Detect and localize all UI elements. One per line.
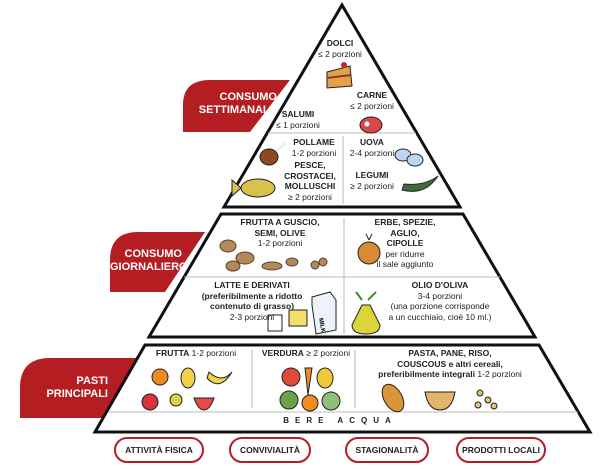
daily-section xyxy=(146,212,538,339)
salumi-item: SALUMI≤ 1 porzioni xyxy=(276,109,320,130)
drumstick-icon xyxy=(259,141,287,166)
grain-icons xyxy=(381,383,498,413)
pesce-item: PESCE,CROSTACEI,MOLLUSCHI≥ 2 porzioni xyxy=(284,160,336,202)
nuts-icon xyxy=(219,239,328,272)
carne-item: CARNE≤ 2 porzioni xyxy=(350,90,394,111)
dolci-item: DOLCI≤ 2 porzioni xyxy=(318,38,362,59)
legumi-item: LEGUMI≥ 2 porzioni xyxy=(350,170,394,191)
cake-icon xyxy=(326,62,353,89)
pill-stagionalita: STAGIONALITÀ xyxy=(345,437,429,463)
yogurt-icon xyxy=(267,314,283,332)
milk-label: MILK xyxy=(317,318,326,334)
latte-item: LATTE E DERIVATI(preferibilmente a ridot… xyxy=(201,280,303,322)
milk-carton-icon: MILK xyxy=(311,291,337,335)
cereali-item: PASTA, PANE, RISO,COUSCOUS e altri cerea… xyxy=(378,348,522,379)
verdura-item: VERDURA ≥ 2 porzioni xyxy=(261,348,351,358)
vegetable-icons xyxy=(279,367,341,412)
steak-icon xyxy=(359,116,383,134)
frutta-item: FRUTTA 1-2 porzioni xyxy=(155,348,237,358)
fruit-icons xyxy=(141,367,233,411)
pill-attivita-fisica: ATTIVITÀ FISICA xyxy=(114,437,204,463)
pill-convivialita: CONVIVIALITÀ xyxy=(229,437,311,463)
pea-pod-icon xyxy=(401,175,439,192)
weekly-tab-shape xyxy=(183,80,300,132)
daily-tab-shape xyxy=(110,232,205,292)
olive-oil-icon xyxy=(351,291,381,335)
pill-prodotti-locali: PRODOTTI LOCALI xyxy=(456,437,546,463)
meals-section xyxy=(92,343,593,434)
eggs-icon xyxy=(394,148,424,167)
drink-water-label: BERE ACQUA xyxy=(283,416,397,425)
cheese-icon xyxy=(288,309,308,327)
fish-icon xyxy=(231,178,276,198)
onion-icon xyxy=(357,233,381,265)
